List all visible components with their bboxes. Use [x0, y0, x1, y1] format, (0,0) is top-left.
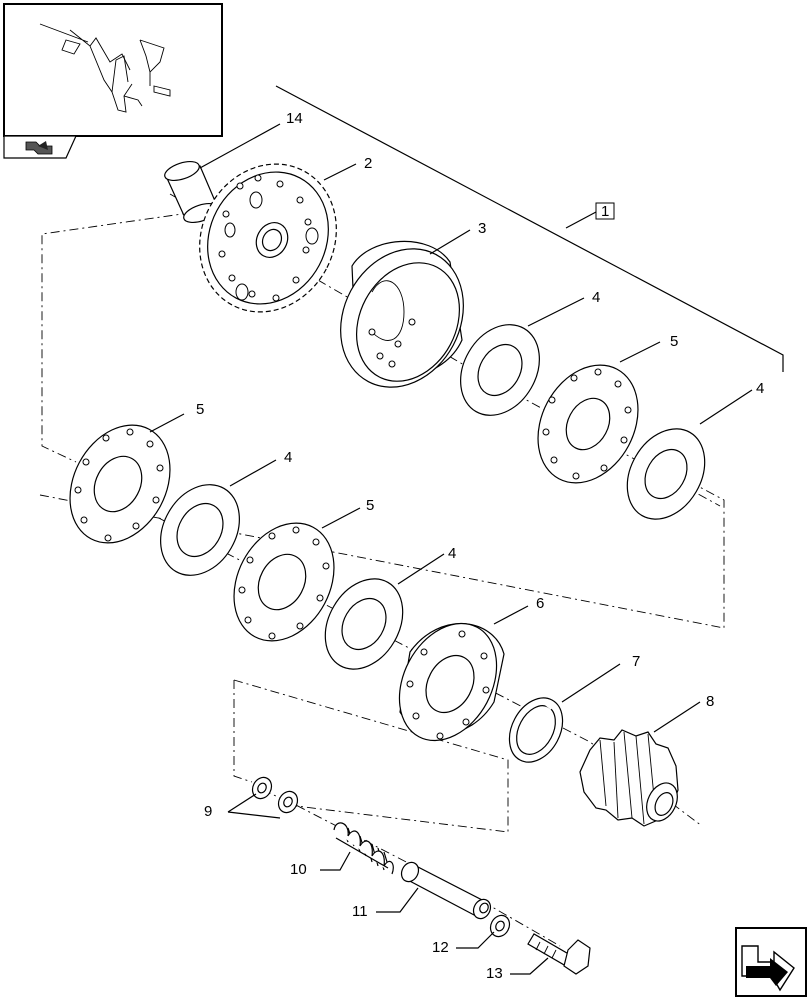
label-3: 3 — [478, 220, 486, 237]
part-11-pin[interactable] — [398, 859, 494, 921]
dashed-boundary — [39, 209, 725, 833]
label-12: 12 — [432, 939, 449, 956]
label-9: 9 — [204, 803, 212, 820]
label-7: 7 — [632, 653, 640, 670]
next-page-icon[interactable] — [735, 927, 807, 997]
label-13: 13 — [486, 965, 503, 982]
label-4-lower: 4 — [448, 545, 456, 562]
label-11: 11 — [352, 903, 368, 920]
label-2: 2 — [364, 155, 372, 172]
part-6-pressure-plate[interactable] — [380, 607, 516, 758]
label-6: 6 — [536, 595, 544, 612]
part-13-bolt[interactable] — [527, 933, 591, 975]
label-5-upper: 5 — [670, 333, 678, 350]
label-4-upper: 4 — [592, 289, 600, 306]
part-10-spring[interactable] — [333, 822, 394, 875]
leader-lines — [149, 123, 753, 975]
part-7-snap-ring[interactable] — [499, 689, 573, 772]
part-5-plate-upper[interactable] — [518, 348, 657, 501]
label-4-right: 4 — [756, 380, 764, 397]
part-14-bushing[interactable] — [162, 158, 220, 226]
part-4-disc-upper[interactable] — [445, 310, 555, 429]
part-5-plate-center[interactable] — [214, 506, 353, 659]
part-4-disc-lower[interactable] — [310, 565, 419, 683]
part-4-disc-mid[interactable] — [145, 470, 255, 589]
part-8-pinion[interactable] — [579, 729, 683, 827]
label-8: 8 — [706, 693, 714, 710]
part-4-disc-right[interactable] — [612, 415, 721, 533]
label-5-center: 5 — [366, 497, 374, 514]
overview-thumbnail[interactable] — [3, 3, 223, 137]
label-4-mid: 4 — [284, 449, 292, 466]
previous-page-icon[interactable] — [3, 135, 77, 159]
label-5-left: 5 — [196, 401, 204, 418]
label-14: 14 — [286, 110, 303, 127]
label-10: 10 — [290, 861, 307, 878]
part-3-drum[interactable] — [317, 227, 487, 409]
label-1: 1 — [601, 203, 609, 220]
part-5-plate-left[interactable] — [50, 408, 189, 561]
part-9-washers[interactable] — [249, 774, 301, 816]
part-labels: 1 14 2 3 4 5 4 5 4 5 4 6 7 8 9 10 11 12 … — [196, 110, 764, 982]
assembly-bracket — [275, 85, 784, 372]
part-12-washer[interactable] — [487, 912, 513, 940]
part-2-gear[interactable] — [174, 140, 362, 336]
